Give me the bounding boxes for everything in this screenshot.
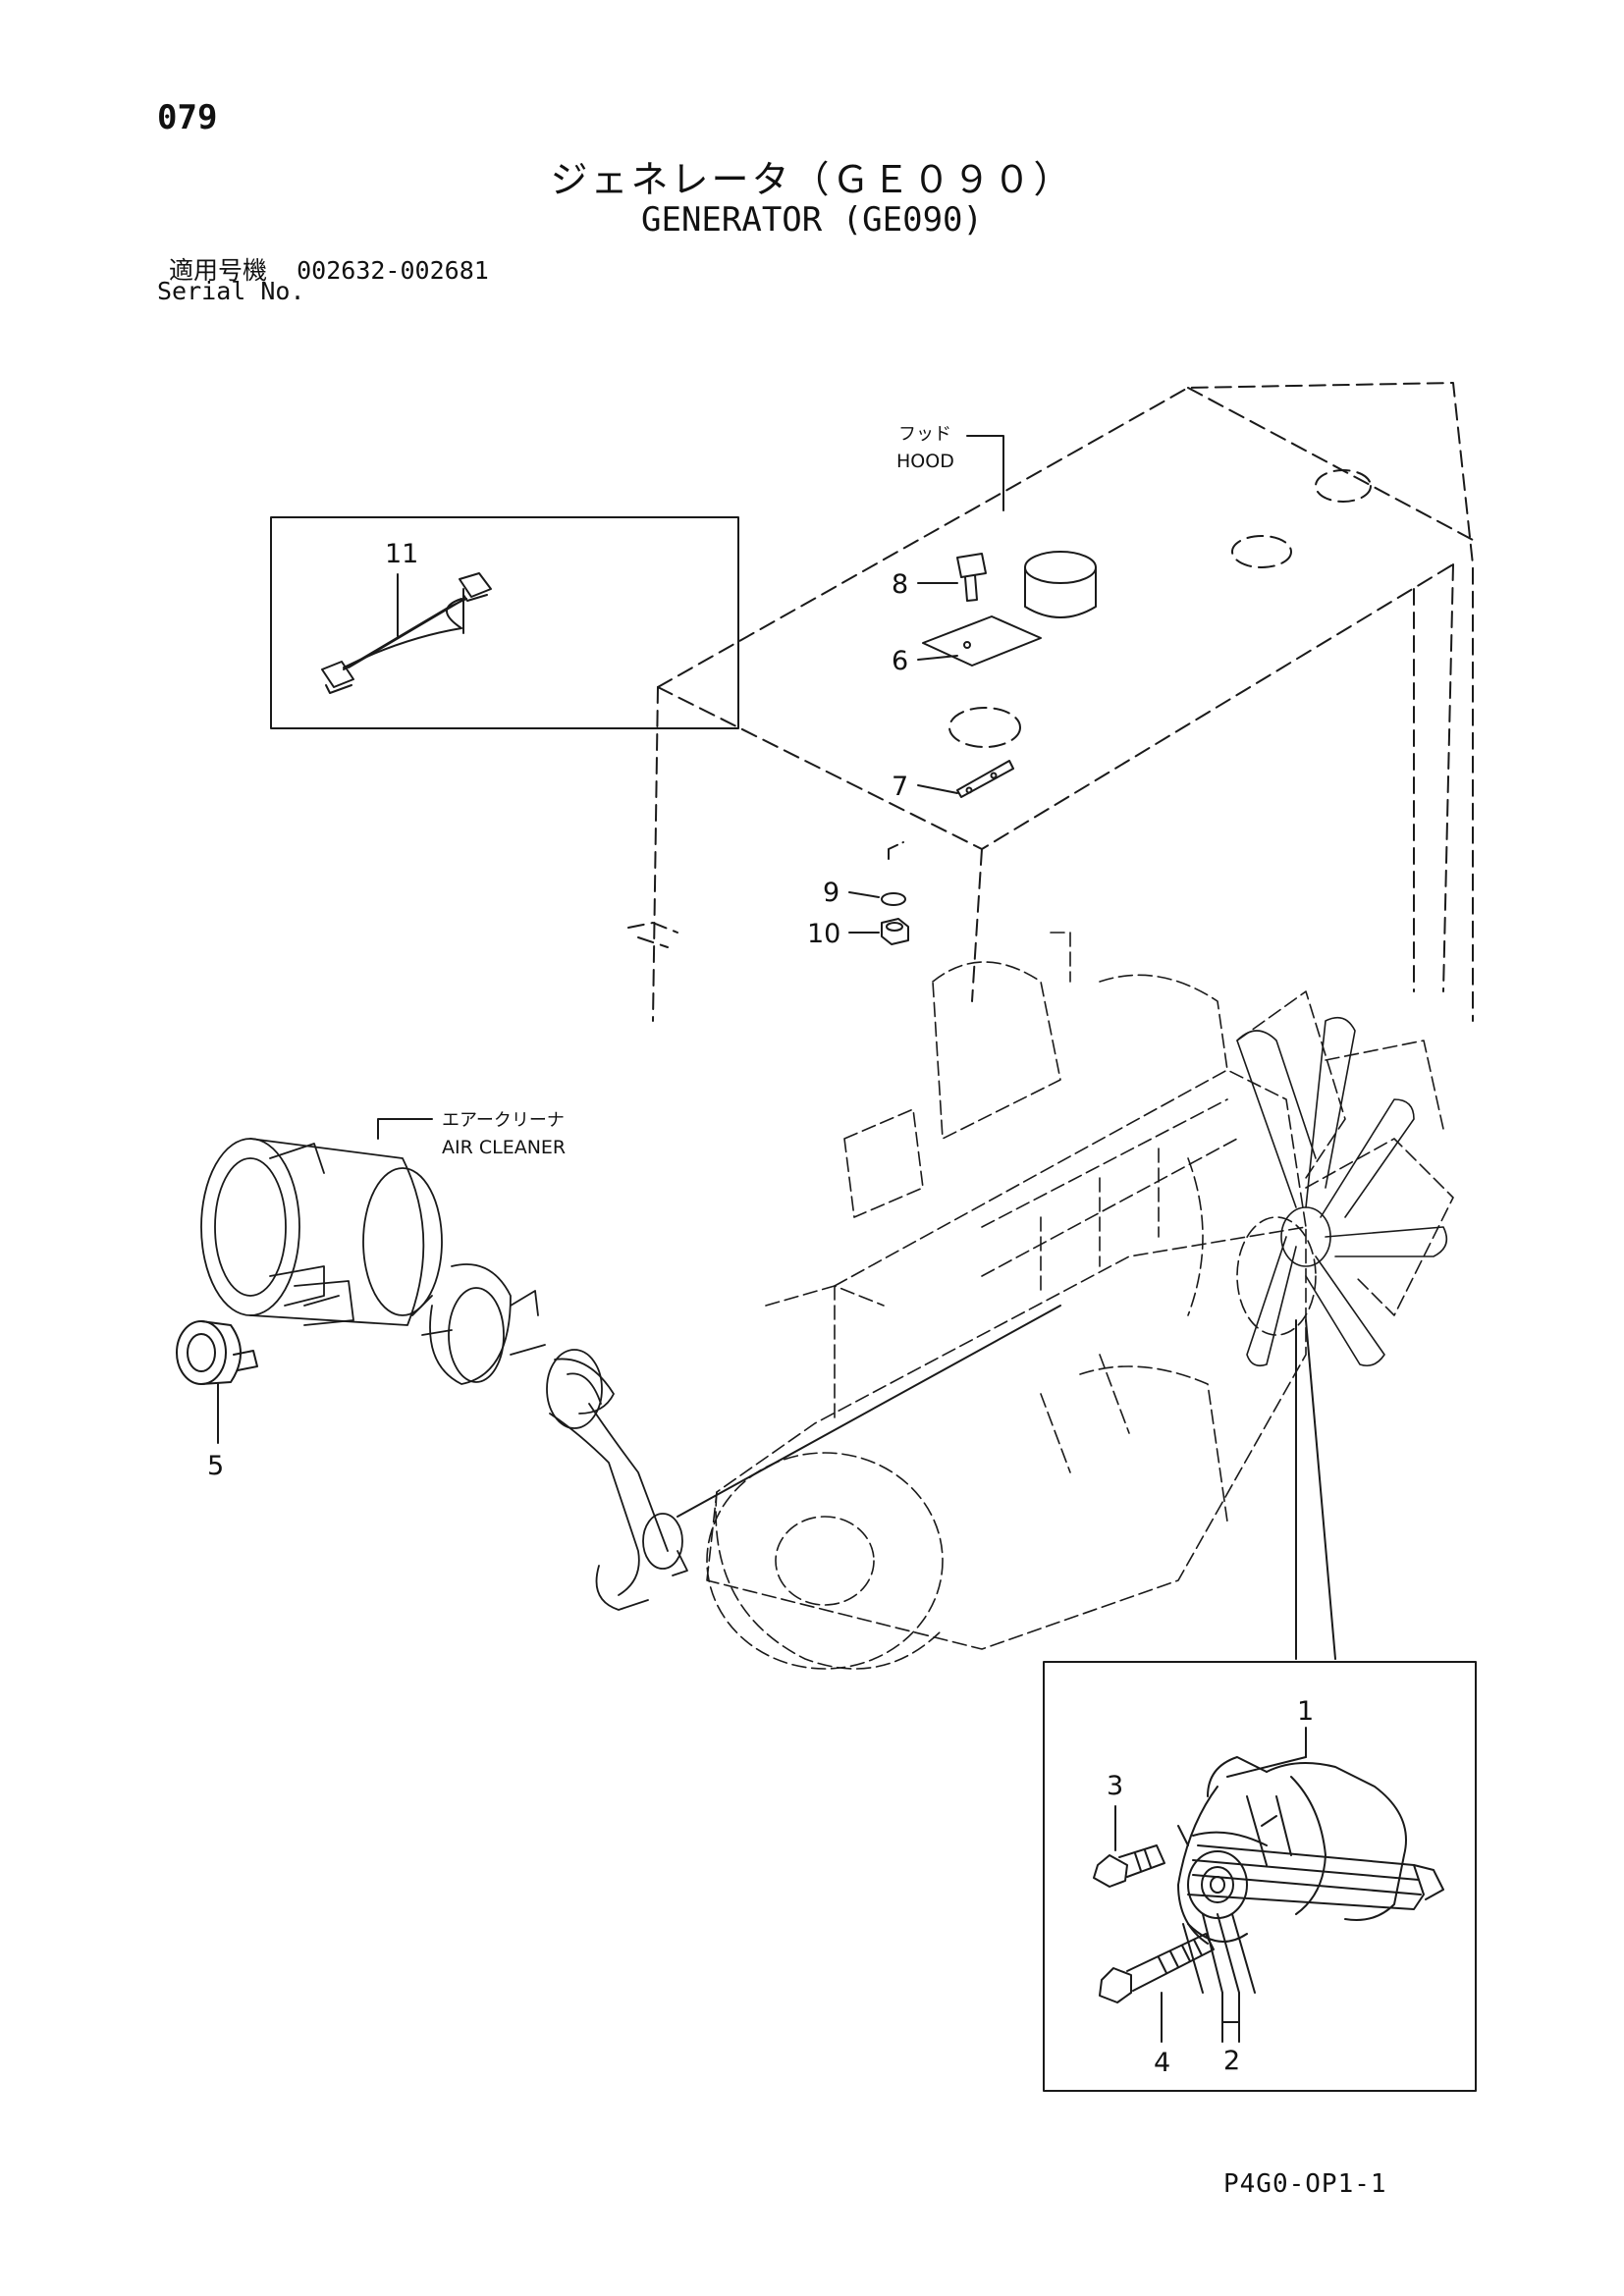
air-cleaner-label-japanese: エアークリーナ <box>442 1110 565 1131</box>
air-cleaner-label-english: AIR CLEANER <box>442 1137 566 1158</box>
callout-3: 3 <box>1107 1771 1123 1801</box>
generator-leader-right <box>1305 1319 1336 1660</box>
serial-applicable: 適用号機 002632-002681 <box>169 251 489 287</box>
bracket-part-7 <box>956 760 1014 798</box>
callout-1: 1 <box>1297 1696 1314 1727</box>
engine-axis-line <box>677 1305 1061 1518</box>
air-cleaner-sketch <box>200 1138 688 1611</box>
callout-8: 8 <box>892 569 908 600</box>
leader-6 <box>917 655 958 661</box>
inset-box-harness <box>270 516 739 729</box>
generator-part-1 <box>1177 1756 1407 1945</box>
callout-9: 9 <box>823 878 839 908</box>
bolt-part-8 <box>956 553 987 602</box>
hood-label-english: HOOD <box>896 451 954 472</box>
serial-range: 002632-002681 <box>297 256 489 285</box>
callout-5: 5 <box>207 1451 224 1481</box>
hood-outline <box>627 382 1474 1022</box>
engine-block-sketch <box>706 932 1454 1670</box>
fan-sketch <box>1236 1016 1448 1367</box>
wire-harness-part-11 <box>321 572 492 694</box>
v-belt-part-2 <box>1182 1844 1444 1994</box>
callout-11: 11 <box>385 539 418 569</box>
washer-part-9 <box>881 892 906 906</box>
leader-9 <box>848 891 880 898</box>
title-japanese: ジェネレータ（ＧＥ０９０） <box>550 158 1074 201</box>
cap-part-on-hood <box>1024 551 1097 618</box>
callout-6: 6 <box>892 646 908 676</box>
callout-4: 4 <box>1154 2048 1170 2078</box>
footer-code: P4G0-OP1-1 <box>1223 2169 1387 2199</box>
bolt-part-4 <box>1099 1933 1215 2003</box>
title-english: GENERATOR (GE090) <box>641 200 983 240</box>
hood-leader-line <box>966 435 1004 511</box>
nut-part-10 <box>881 918 909 945</box>
clamp-part-5 <box>176 1320 258 1385</box>
page-number: 079 <box>157 98 218 137</box>
hood-label-japanese: フッド <box>898 424 951 445</box>
serial-label-english: Serial No. <box>157 277 305 305</box>
air-cleaner-leader-line <box>377 1118 433 1140</box>
serial-label-japanese: 適用号機 <box>169 256 268 285</box>
inset-box-generator <box>1043 1661 1477 2092</box>
hood-lower-corner <box>888 841 904 865</box>
leader-2 <box>1221 1992 1240 2043</box>
callout-10: 10 <box>807 919 840 949</box>
leader-7 <box>917 784 958 794</box>
callout-2: 2 <box>1223 2046 1240 2076</box>
bolt-part-3 <box>1093 1844 1165 1888</box>
plate-part-6 <box>922 615 1042 667</box>
callout-7: 7 <box>892 772 908 802</box>
